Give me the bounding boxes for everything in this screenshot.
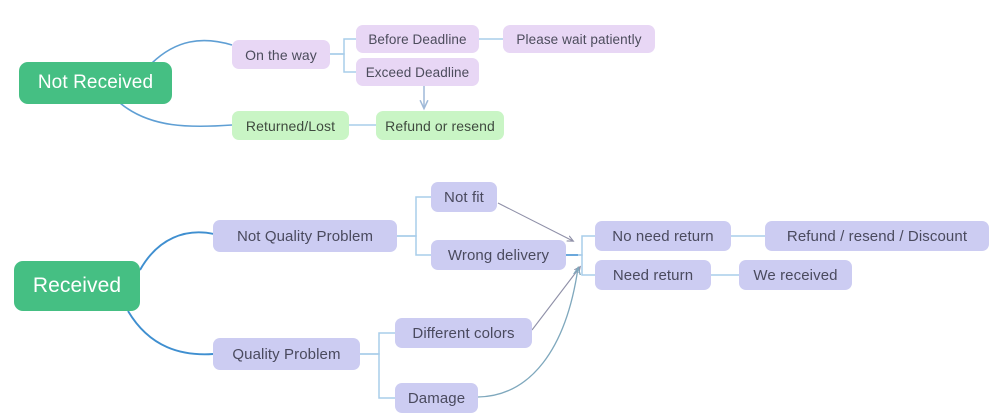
node-need-return[interactable]: Need return: [595, 260, 711, 290]
edge-quality-problem-to-damage: [360, 353, 395, 399]
node-no-need-return[interactable]: No need return: [595, 221, 731, 251]
node-not-fit-label: Not fit: [444, 188, 484, 206]
edge-on-the-way-to-exceed-deadline: [330, 53, 356, 73]
node-we-received-label: We received: [753, 266, 838, 284]
node-received[interactable]: Received: [14, 261, 140, 311]
node-received-label: Received: [32, 274, 122, 297]
node-damage[interactable]: Damage: [395, 383, 478, 413]
node-wrong-delivery-label: Wrong delivery: [447, 246, 550, 264]
node-refund-or-resend[interactable]: Refund or resend: [376, 111, 504, 140]
node-refund-or-resend-label: Refund or resend: [385, 117, 495, 134]
node-exceed-deadline[interactable]: Exceed Deadline: [356, 58, 479, 86]
node-exceed-deadline-label: Exceed Deadline: [365, 64, 470, 80]
node-on-the-way[interactable]: On the way: [232, 40, 330, 69]
node-different-colors[interactable]: Different colors: [395, 318, 532, 348]
node-wrong-delivery[interactable]: Wrong delivery: [431, 240, 566, 270]
node-please-wait-patiently[interactable]: Please wait patiently: [503, 25, 655, 53]
node-different-colors-label: Different colors: [412, 324, 515, 342]
edge-not-received-to-on-the-way: [151, 39, 233, 64]
node-not-fit[interactable]: Not fit: [431, 182, 497, 212]
edge-fork-to-no-need-return: [578, 235, 595, 256]
node-returned-lost[interactable]: Returned/Lost: [232, 111, 349, 140]
node-refund-resend-discount[interactable]: Refund / resend / Discount: [765, 221, 989, 251]
edge-not-quality-problem-to-wrong-delivery: [397, 235, 431, 256]
node-quality-problem[interactable]: Quality Problem: [213, 338, 360, 370]
edge-fork-to-need-return: [578, 254, 595, 276]
edge-received-to-quality-problem: [127, 310, 214, 356]
node-not-quality-problem[interactable]: Not Quality Problem: [213, 220, 397, 252]
node-on-the-way-label: On the way: [245, 46, 317, 63]
node-please-wait-patiently-label: Please wait patiently: [516, 31, 642, 47]
node-need-return-label: Need return: [612, 266, 694, 284]
edge-quality-problem-to-different-colors: [360, 332, 395, 355]
node-not-quality-problem-label: Not Quality Problem: [236, 227, 374, 245]
node-returned-lost-label: Returned/Lost: [245, 117, 336, 134]
node-not-received[interactable]: Not Received: [19, 62, 172, 104]
node-we-received[interactable]: We received: [739, 260, 852, 290]
edge-different-colors-to-need-return: [531, 267, 580, 331]
node-quality-problem-label: Quality Problem: [232, 345, 341, 363]
edge-not-fit-to-no-need-return: [497, 202, 573, 241]
node-before-deadline-label: Before Deadline: [368, 31, 467, 47]
edge-not-quality-problem-to-not-fit: [397, 196, 431, 237]
node-no-need-return-label: No need return: [612, 227, 714, 245]
node-damage-label: Damage: [407, 389, 466, 407]
edge-on-the-way-to-before-deadline: [330, 38, 356, 55]
node-refund-resend-discount-label: Refund / resend / Discount: [786, 227, 968, 245]
node-before-deadline[interactable]: Before Deadline: [356, 25, 479, 53]
edge-received-to-not-quality-problem: [139, 231, 215, 271]
edge-not-received-to-returned-lost: [119, 102, 233, 128]
node-not-received-label: Not Received: [37, 72, 154, 93]
